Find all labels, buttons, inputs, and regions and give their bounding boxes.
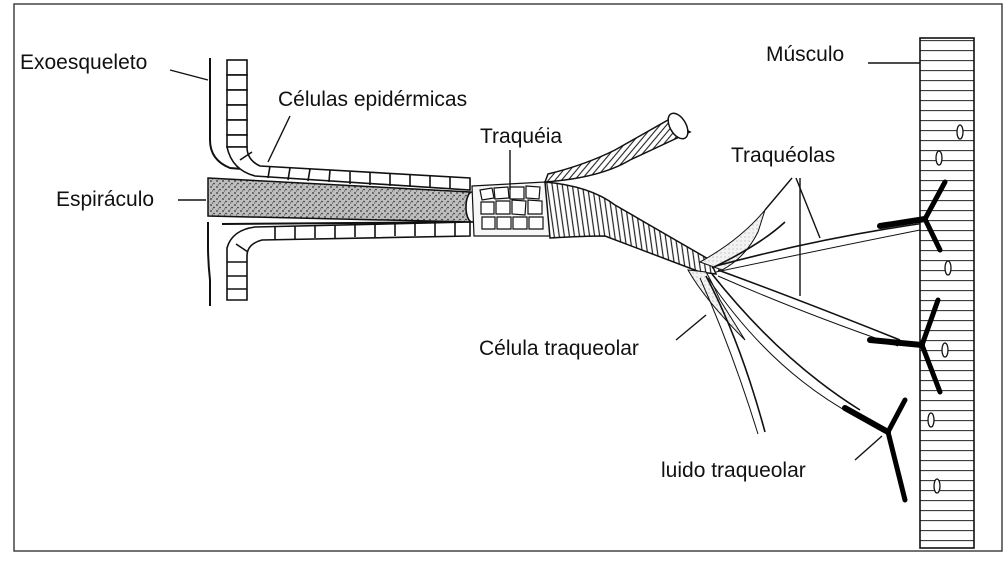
- muscle-band: [920, 38, 974, 548]
- label-traqueolas: Traquéolas: [731, 145, 835, 166]
- trachea-junction-cells: [472, 182, 552, 236]
- trachea-main-tube: [545, 182, 716, 274]
- trachea-body: [545, 120, 690, 182]
- figure-frame: [14, 4, 1002, 551]
- label-exoesqueleto: Exoesqueleto: [20, 52, 147, 73]
- epidermal-cells-upper: [227, 60, 470, 190]
- epidermal-cells-lower: [227, 222, 470, 300]
- leader-lines: [170, 63, 920, 460]
- label-celula-traqueolar: Célula traqueolar: [479, 338, 639, 359]
- label-musculo: Músculo: [766, 44, 844, 65]
- label-traqueia: Traquéia: [480, 126, 562, 147]
- label-espiraculo: Espiráculo: [56, 189, 154, 210]
- label-fluido-traqueolar: luido traqueolar: [661, 460, 806, 481]
- label-celulas-epidermicas: Células epidérmicas: [278, 89, 467, 110]
